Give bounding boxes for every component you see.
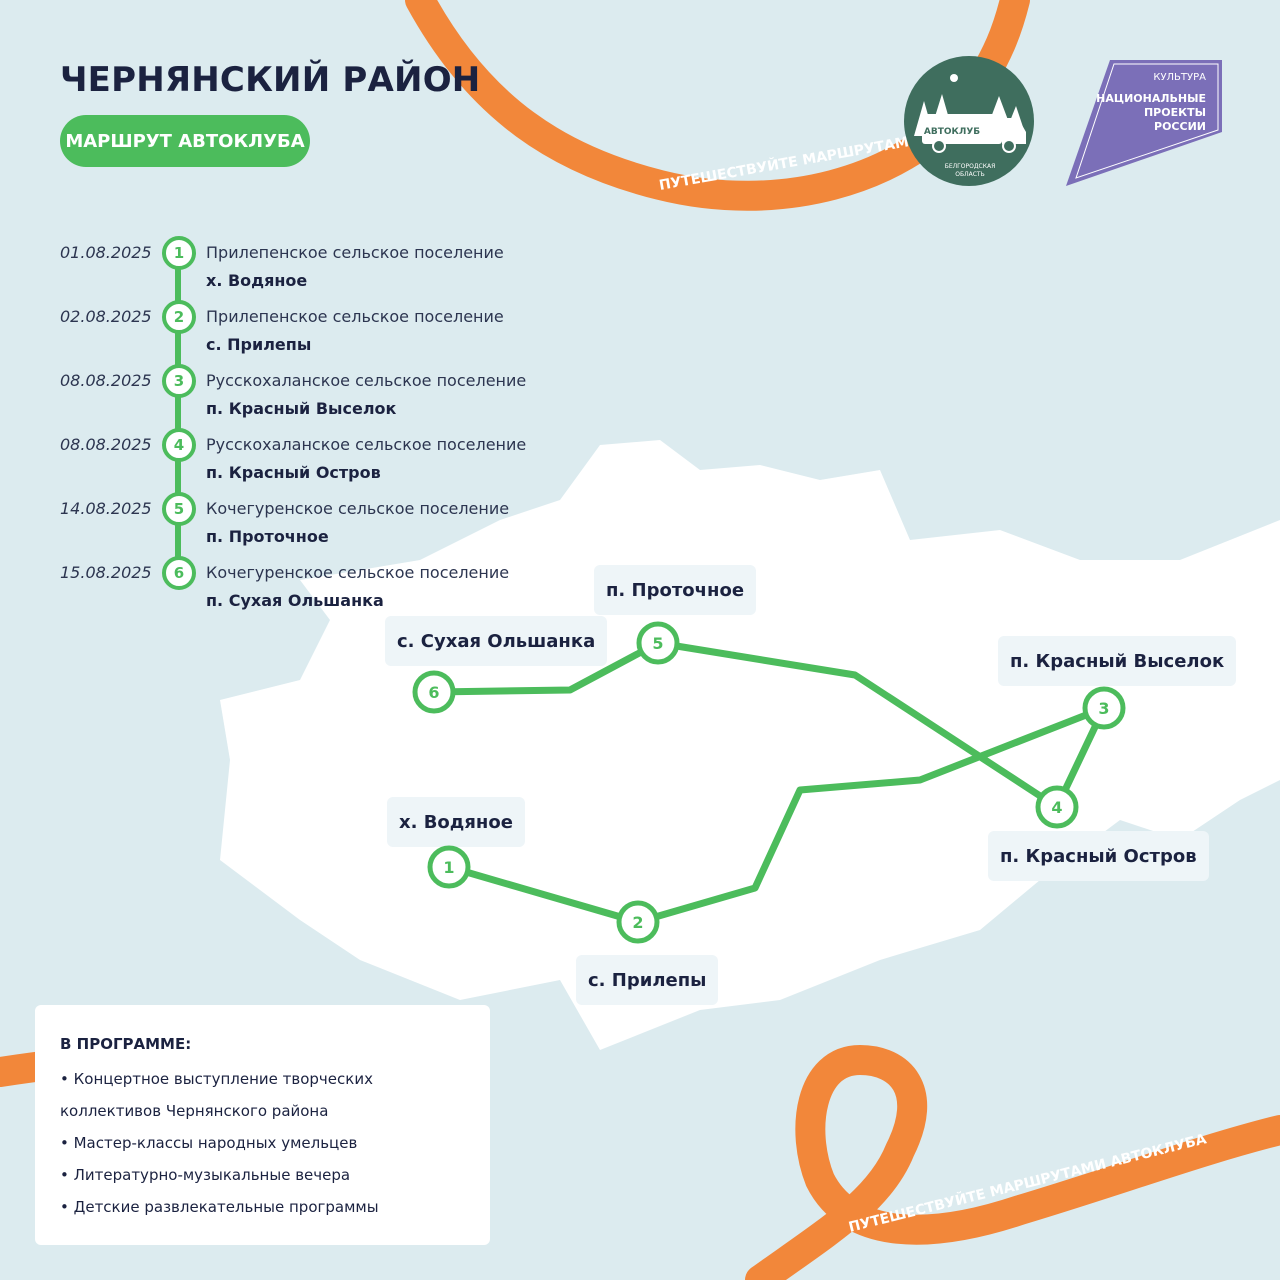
map-label-prilepy: с. Прилепы <box>576 955 719 1005</box>
natproj-logo: КУЛЬТУРА НАЦИОНАЛЬНЫЕ ПРОЕКТЫ РОССИИ <box>1066 60 1222 186</box>
stop-marker[interactable]: 2 <box>616 900 660 944</box>
stop-marker[interactable]: 3 <box>1082 686 1126 730</box>
map-label-krasny-vyselok: п. Красный Выселок <box>998 636 1237 686</box>
schedule-date: 02.08.2025 <box>60 307 152 326</box>
route-button[interactable]: МАРШРУТ АВТОКЛУБА <box>60 115 310 167</box>
stop-number: 2 <box>632 913 643 932</box>
stop-marker[interactable]: 6 <box>412 670 456 714</box>
schedule-item: 01.08.2025 1 Прилепенское сельское посел… <box>0 236 600 306</box>
stop-number: 5 <box>652 634 663 653</box>
route-line <box>430 639 1108 926</box>
schedule-date: 14.08.2025 <box>60 499 152 518</box>
natproj-line2: ПРОЕКТЫ <box>1144 106 1206 119</box>
map-label-protochnoe: п. Проточное <box>594 565 757 615</box>
district-region-shape <box>220 440 1280 1050</box>
avtoklub-region-line1: БЕЛГОРОДСКАЯ <box>945 163 996 170</box>
program-item: • Детские развлекательные программы <box>60 1198 379 1216</box>
schedule-place: п. Красный Выселок <box>206 399 397 418</box>
program-item: • Мастер-классы народных умельцев <box>60 1134 358 1152</box>
program-title: В ПРОГРАММЕ: <box>60 1035 192 1053</box>
schedule-settlement: Русскохаланское сельское поселение <box>206 435 527 454</box>
program-item: • Литературно-музыкальные вечера <box>60 1166 351 1184</box>
stop-marker[interactable]: 1 <box>427 845 471 889</box>
schedule-place: п. Красный Остров <box>206 463 381 482</box>
map-label-krasny-ostrov: п. Красный Остров <box>988 831 1209 881</box>
schedule-settlement: Прилепенское сельское поселение <box>206 307 504 326</box>
schedule-date: 01.08.2025 <box>60 243 152 262</box>
avtoklub-region-line2: ОБЛАСТЬ <box>955 171 984 178</box>
natproj-top-text: КУЛЬТУРА <box>1153 72 1206 83</box>
schedule-date: 08.08.2025 <box>60 371 152 390</box>
schedule-item: 08.08.2025 4 Русскохаланское сельское по… <box>0 428 600 498</box>
program-card: В ПРОГРАММЕ: • Концертное выступление тв… <box>35 1005 490 1245</box>
stop-number: 6 <box>428 683 439 702</box>
natproj-line1: НАЦИОНАЛЬНЫЕ <box>1096 92 1206 105</box>
schedule-number-badge: 5 <box>162 492 196 526</box>
schedule-item: 08.08.2025 3 Русскохаланское сельское по… <box>0 364 600 434</box>
schedule-item: 15.08.2025 6 Кочегуренское сельское посе… <box>0 556 600 626</box>
schedule-settlement: Кочегуренское сельское поселение <box>206 563 510 582</box>
avtoklub-logo: АВТОКЛУБ БЕЛГОРОДСКАЯ ОБЛАСТЬ <box>904 56 1034 186</box>
map-label-vodyanoe: х. Водяное <box>387 797 525 847</box>
schedule-number-badge: 3 <box>162 364 196 398</box>
schedule-settlement: Русскохаланское сельское поселение <box>206 371 527 390</box>
schedule-place: с. Прилепы <box>206 335 312 354</box>
stop-number: 3 <box>1098 699 1109 718</box>
schedule-settlement: Прилепенское сельское поселение <box>206 243 504 262</box>
schedule-number-badge: 2 <box>162 300 196 334</box>
program-item: • Концертное выступление творческих колл… <box>60 1070 373 1120</box>
stop-marker[interactable]: 4 <box>1035 785 1079 829</box>
stop-marker[interactable]: 5 <box>636 621 680 665</box>
schedule-number-badge: 6 <box>162 556 196 590</box>
schedule-settlement: Кочегуренское сельское поселение <box>206 499 510 518</box>
schedule-date: 15.08.2025 <box>60 563 152 582</box>
schedule-item: 14.08.2025 5 Кочегуренское сельское посе… <box>0 492 600 562</box>
stop-number: 4 <box>1051 798 1062 817</box>
avtoklub-logo-text: АВТОКЛУБ <box>924 127 980 137</box>
schedule-timeline-line <box>175 250 181 570</box>
stop-number: 1 <box>443 858 454 877</box>
natproj-line3: РОССИИ <box>1154 120 1206 133</box>
page-title: ЧЕРНЯНСКИЙ РАЙОН <box>60 60 481 100</box>
map-label-sukhaya-olshanka: с. Сухая Ольшанка <box>385 616 608 666</box>
schedule-place: п. Проточное <box>206 527 329 546</box>
schedule-item: 02.08.2025 2 Прилепенское сельское посел… <box>0 300 600 370</box>
schedule-place: х. Водяное <box>206 271 308 290</box>
schedule-number-badge: 1 <box>162 236 196 270</box>
schedule-number-badge: 4 <box>162 428 196 462</box>
schedule-date: 08.08.2025 <box>60 435 152 454</box>
schedule-place: п. Сухая Ольшанка <box>206 591 384 610</box>
